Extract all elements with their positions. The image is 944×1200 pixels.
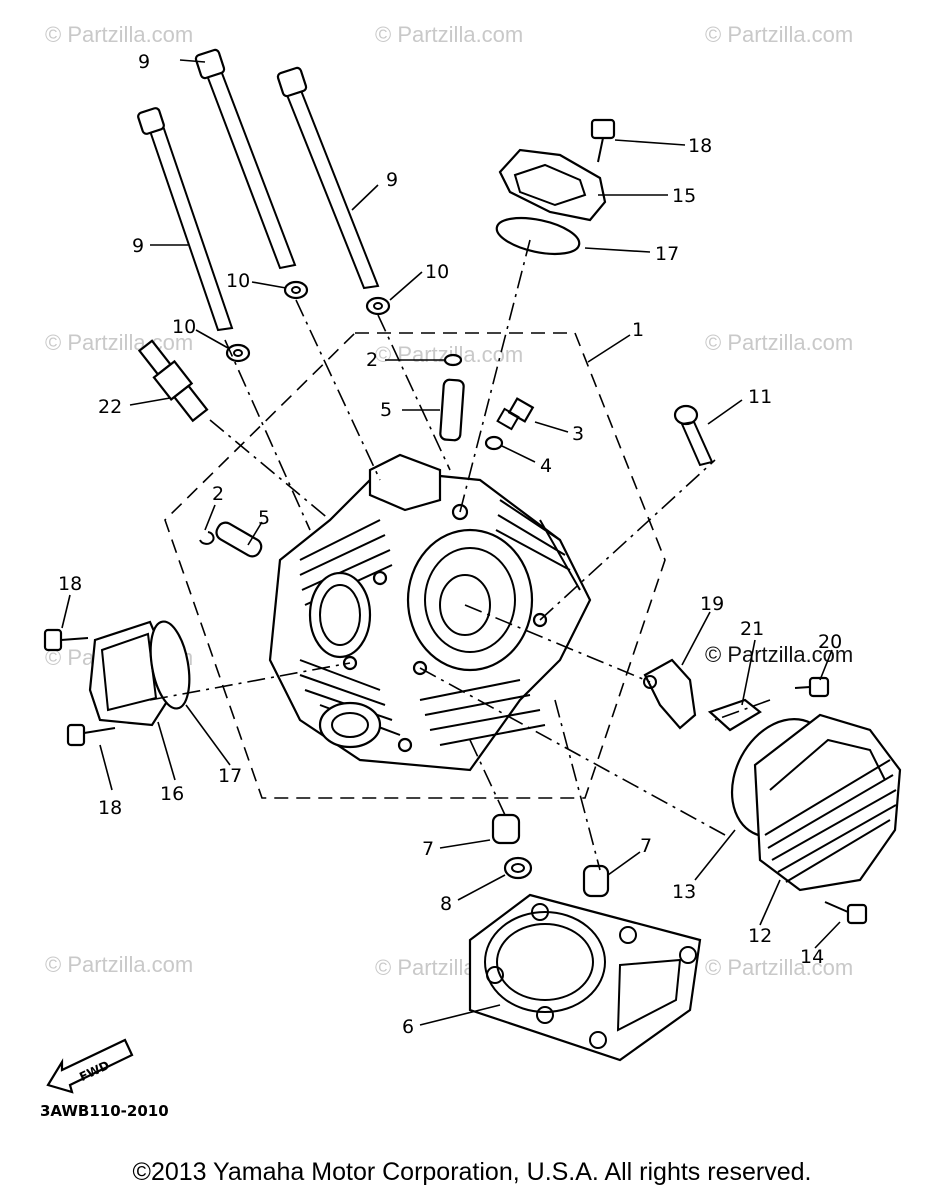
callout-1: 1: [632, 319, 644, 341]
callout-18: 18: [688, 135, 712, 157]
leader-lines: [61, 59, 841, 1026]
watermark-3: © Partzilla.com: [705, 22, 853, 47]
assembly-lines: [149, 239, 771, 871]
clip-2-left: [199, 531, 215, 545]
washer-10-right: [365, 296, 391, 316]
callout-10: 10: [172, 316, 196, 338]
bolt-18-left-bottom: [66, 723, 116, 747]
callout-10: 10: [226, 270, 250, 292]
callout-2: 2: [212, 483, 224, 505]
callout-17: 17: [218, 765, 242, 787]
callout-4: 4: [540, 455, 552, 477]
cylinder-head: [268, 453, 592, 772]
watermark-12: © Partzilla.com: [705, 955, 853, 980]
exhaust-port: [318, 701, 382, 749]
diagram-code: 3AWB110-2010: [40, 1102, 169, 1120]
callout-15: 15: [672, 185, 696, 207]
callout-9: 9: [132, 235, 144, 257]
callout-14: 14: [800, 946, 824, 968]
washer-4: [484, 435, 504, 451]
dowel-pin-7-left: [491, 813, 521, 845]
stud-bolt-right: [276, 66, 380, 290]
callout-10: 10: [425, 261, 449, 283]
callout-16: 16: [160, 783, 184, 805]
watermark-2: © Partzilla.com: [375, 22, 523, 47]
callout-6: 6: [402, 1016, 414, 1038]
stud-bolt-middle: [194, 48, 297, 270]
stud-bolts: [137, 48, 380, 332]
clip-2-top: [443, 353, 463, 367]
callout-7: 7: [640, 835, 652, 857]
side-cover-16: [88, 620, 170, 727]
callout-2: 2: [366, 349, 378, 371]
gasket-21: [707, 698, 762, 732]
spark-plug: [137, 339, 209, 423]
callout-20: 20: [818, 631, 842, 653]
bolt-11: [673, 404, 714, 467]
bolt-20: [794, 676, 830, 698]
bolt-18-left-top: [43, 628, 89, 652]
callout-21: 21: [740, 618, 764, 640]
o-ring-17-left: [149, 620, 191, 710]
callout-12: 12: [748, 925, 772, 947]
watermark-9: © Partzilla.com: [705, 642, 853, 667]
washer-8: [503, 856, 533, 880]
watermark-6: © Partzilla.com: [705, 330, 853, 355]
callout-17: 17: [655, 243, 679, 265]
watermark-1: © Partzilla.com: [45, 22, 193, 47]
watermark-10: © Partzilla.com: [45, 952, 193, 977]
washer-10-left: [225, 343, 251, 363]
dowel-pin-7-right: [582, 864, 610, 898]
fwd-arrow-icon: FWD: [46, 1038, 134, 1094]
washer-10-middle: [283, 280, 309, 300]
bolt-14: [824, 901, 868, 925]
cam-chamber: [406, 528, 534, 672]
callout-3: 3: [572, 423, 584, 445]
valve-guide-5-left: [215, 521, 263, 558]
callout-19: 19: [700, 593, 724, 615]
watermark-4: © Partzilla.com: [45, 330, 193, 355]
cap-15: [498, 148, 607, 222]
callout-5: 5: [258, 507, 270, 529]
callout-labels: 9 9 9 10 10 10 2 5 3 4 22 2 5 18 15 17 1…: [58, 51, 842, 1038]
callout-18: 18: [98, 797, 122, 819]
callout-9: 9: [138, 51, 150, 73]
o-ring-17-top: [495, 216, 581, 256]
callout-8: 8: [440, 893, 452, 915]
callout-9: 9: [386, 169, 398, 191]
callout-7: 7: [422, 838, 434, 860]
stud-bolt-left: [137, 107, 234, 332]
callout-13: 13: [672, 881, 696, 903]
callout-22: 22: [98, 396, 122, 418]
callout-11: 11: [748, 386, 772, 408]
copyright-notice: ©2013 Yamaha Motor Corporation, U.S.A. A…: [132, 1158, 812, 1186]
callout-18: 18: [58, 573, 82, 595]
assembly-outline: [164, 332, 666, 799]
valve-guide-5-top: [439, 378, 465, 442]
head-gasket-6: [468, 893, 702, 1062]
bolt-18-top: [590, 118, 616, 163]
sensor-19: [643, 658, 697, 730]
cover-12: [753, 713, 902, 892]
bolt-3: [496, 397, 535, 431]
callout-5: 5: [380, 399, 392, 421]
